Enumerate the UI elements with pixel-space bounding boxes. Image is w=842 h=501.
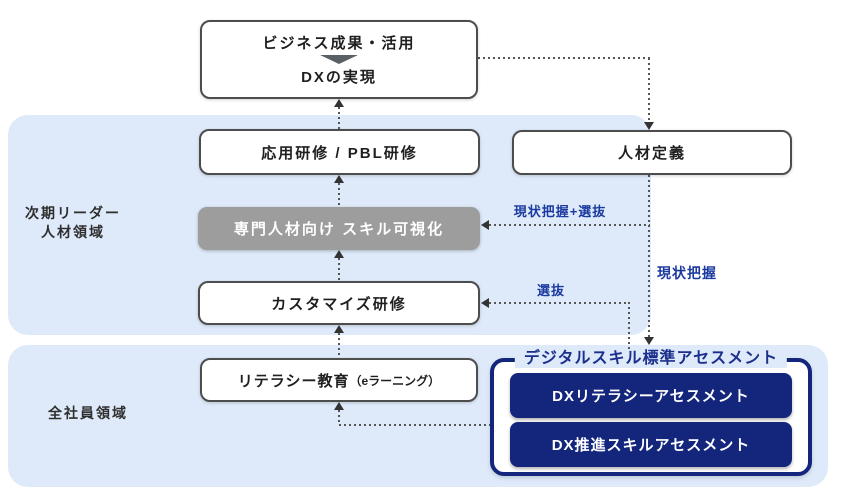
- connector-business-to-definition-v: [648, 58, 650, 122]
- next-leader-region-label-line2: 人材領域: [41, 224, 105, 240]
- connector-select-v: [628, 302, 630, 352]
- connector-customized-to-visualization: [338, 258, 340, 281]
- literacy-education-label: リテラシー教育: [237, 372, 350, 390]
- connector-select-h: [489, 302, 630, 304]
- connector-visualization-to-applied: [338, 183, 340, 207]
- connector-grasp-select-h: [489, 224, 650, 226]
- arrowhead-left-icon: [481, 298, 489, 308]
- node-customized-training: カスタマイズ研修: [198, 281, 480, 325]
- arrowhead-up-icon: [334, 402, 344, 410]
- down-chevron-icon: [320, 55, 358, 64]
- all-employees-region-label: 全社員領域: [48, 405, 128, 421]
- arrow-label-grasp: 現状把握: [657, 265, 717, 281]
- arrow-label-grasp-select: 現状把握+選抜: [513, 204, 607, 219]
- dx-promotion-skill-assessment-button[interactable]: DX推進スキルアセスメント: [510, 422, 792, 467]
- connector-applied-to-business: [338, 107, 340, 129]
- arrowhead-up-icon: [334, 325, 344, 333]
- arrow-label-select: 選抜: [536, 283, 565, 298]
- node-applied-training: 応用研修 / PBL研修: [199, 129, 480, 175]
- connector-assessment-to-literacy-v: [338, 410, 340, 425]
- connector-literacy-to-customized: [338, 333, 340, 358]
- node-skill-visualization: 専門人材向け スキル可視化: [198, 207, 480, 250]
- node-business-outcome: ビジネス成果・活用 DXの実現: [200, 20, 478, 99]
- connector-assessment-to-literacy-h: [339, 424, 490, 426]
- node-literacy-education: リテラシー教育（eラーニング）: [200, 358, 478, 402]
- connector-definition-to-assessment: [648, 175, 650, 337]
- arrowhead-down-icon: [644, 337, 654, 345]
- assessment-group-title: デジタルスキル標準アセスメント: [514, 349, 788, 368]
- connector-business-to-definition-h: [478, 57, 650, 59]
- digital-skill-assessment-group: デジタルスキル標準アセスメント DXリテラシーアセスメント DX推進スキルアセス…: [490, 349, 812, 476]
- literacy-education-sublabel: （eラーニング）: [349, 373, 441, 388]
- dx-literacy-assessment-button[interactable]: DXリテラシーアセスメント: [510, 373, 792, 418]
- dx-realization-label: DXの実現: [301, 69, 377, 86]
- arrowhead-left-icon: [481, 220, 489, 230]
- arrowhead-up-icon: [334, 175, 344, 183]
- arrowhead-up-icon: [334, 99, 344, 107]
- next-leader-region-label-line1: 次期リーダー: [25, 205, 121, 221]
- arrowhead-up-icon: [334, 250, 344, 258]
- business-outcome-label: ビジネス成果・活用: [262, 35, 416, 52]
- node-talent-definition: 人材定義: [512, 130, 792, 175]
- arrowhead-down-icon: [644, 122, 654, 130]
- next-leader-region-label: 次期リーダー 人材領域: [8, 204, 138, 242]
